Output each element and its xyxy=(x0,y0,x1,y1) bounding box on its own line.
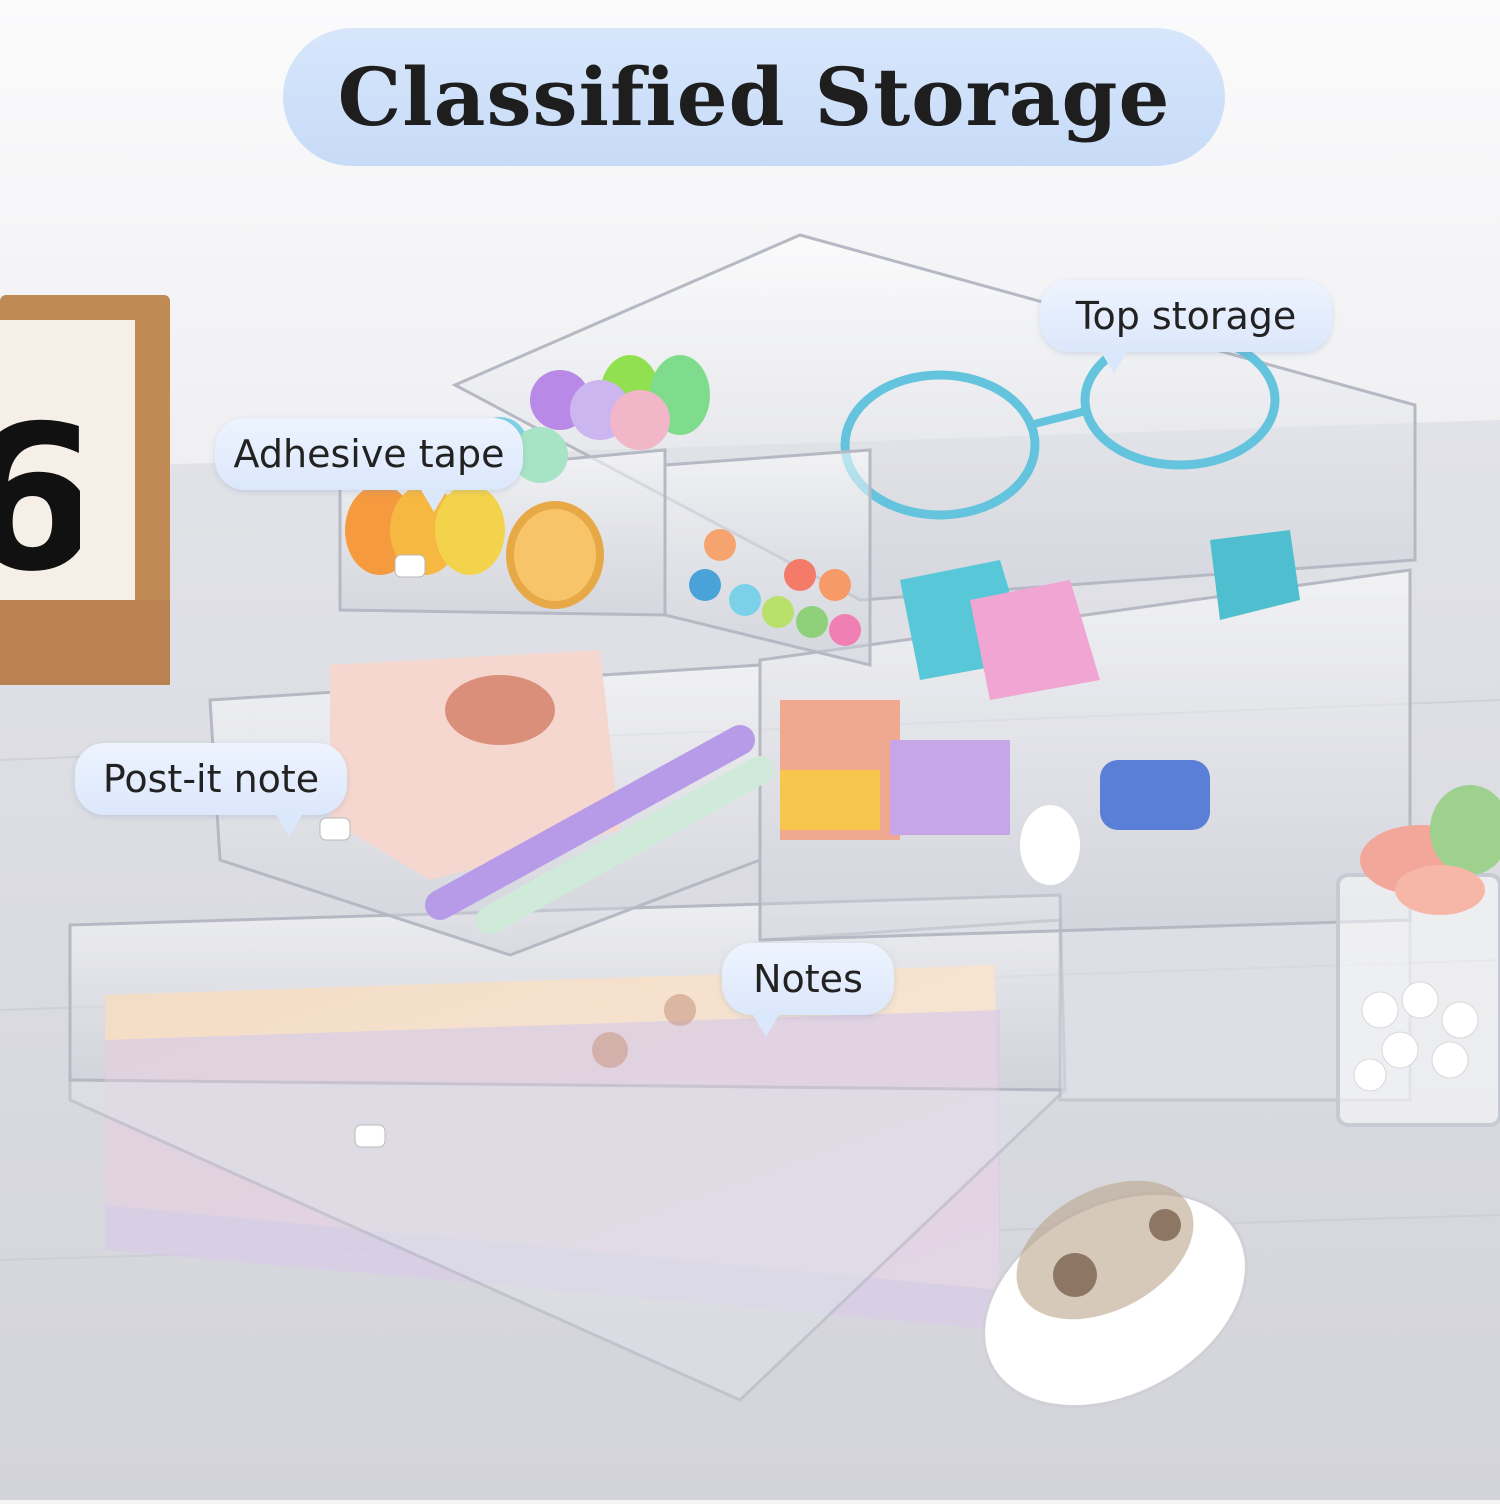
callout-adhesive-tape: Adhesive tape xyxy=(215,418,523,512)
callout-tail xyxy=(752,1013,780,1037)
callout-tail xyxy=(275,813,303,837)
callout-notes: Notes xyxy=(722,943,894,1037)
succulent-plant xyxy=(1336,785,1500,1127)
correction-tape xyxy=(982,1180,1248,1409)
title-banner: Classified Storage xyxy=(283,28,1225,166)
callout-tail xyxy=(1100,350,1128,374)
callout-label: Adhesive tape xyxy=(233,432,505,476)
calendar-frame xyxy=(0,295,170,685)
calendar-digit: 6 xyxy=(0,390,80,610)
page-title: Classified Storage xyxy=(337,50,1171,144)
callout-post-it-note: Post-it note xyxy=(75,743,347,837)
callout-tail xyxy=(420,488,448,512)
callout-label: Post-it note xyxy=(102,757,320,801)
callout-top-storage: Top storage xyxy=(1040,280,1332,374)
callout-label: Top storage xyxy=(1075,294,1297,338)
postit-drawer xyxy=(208,650,774,957)
callout-label: Notes xyxy=(753,957,863,1001)
